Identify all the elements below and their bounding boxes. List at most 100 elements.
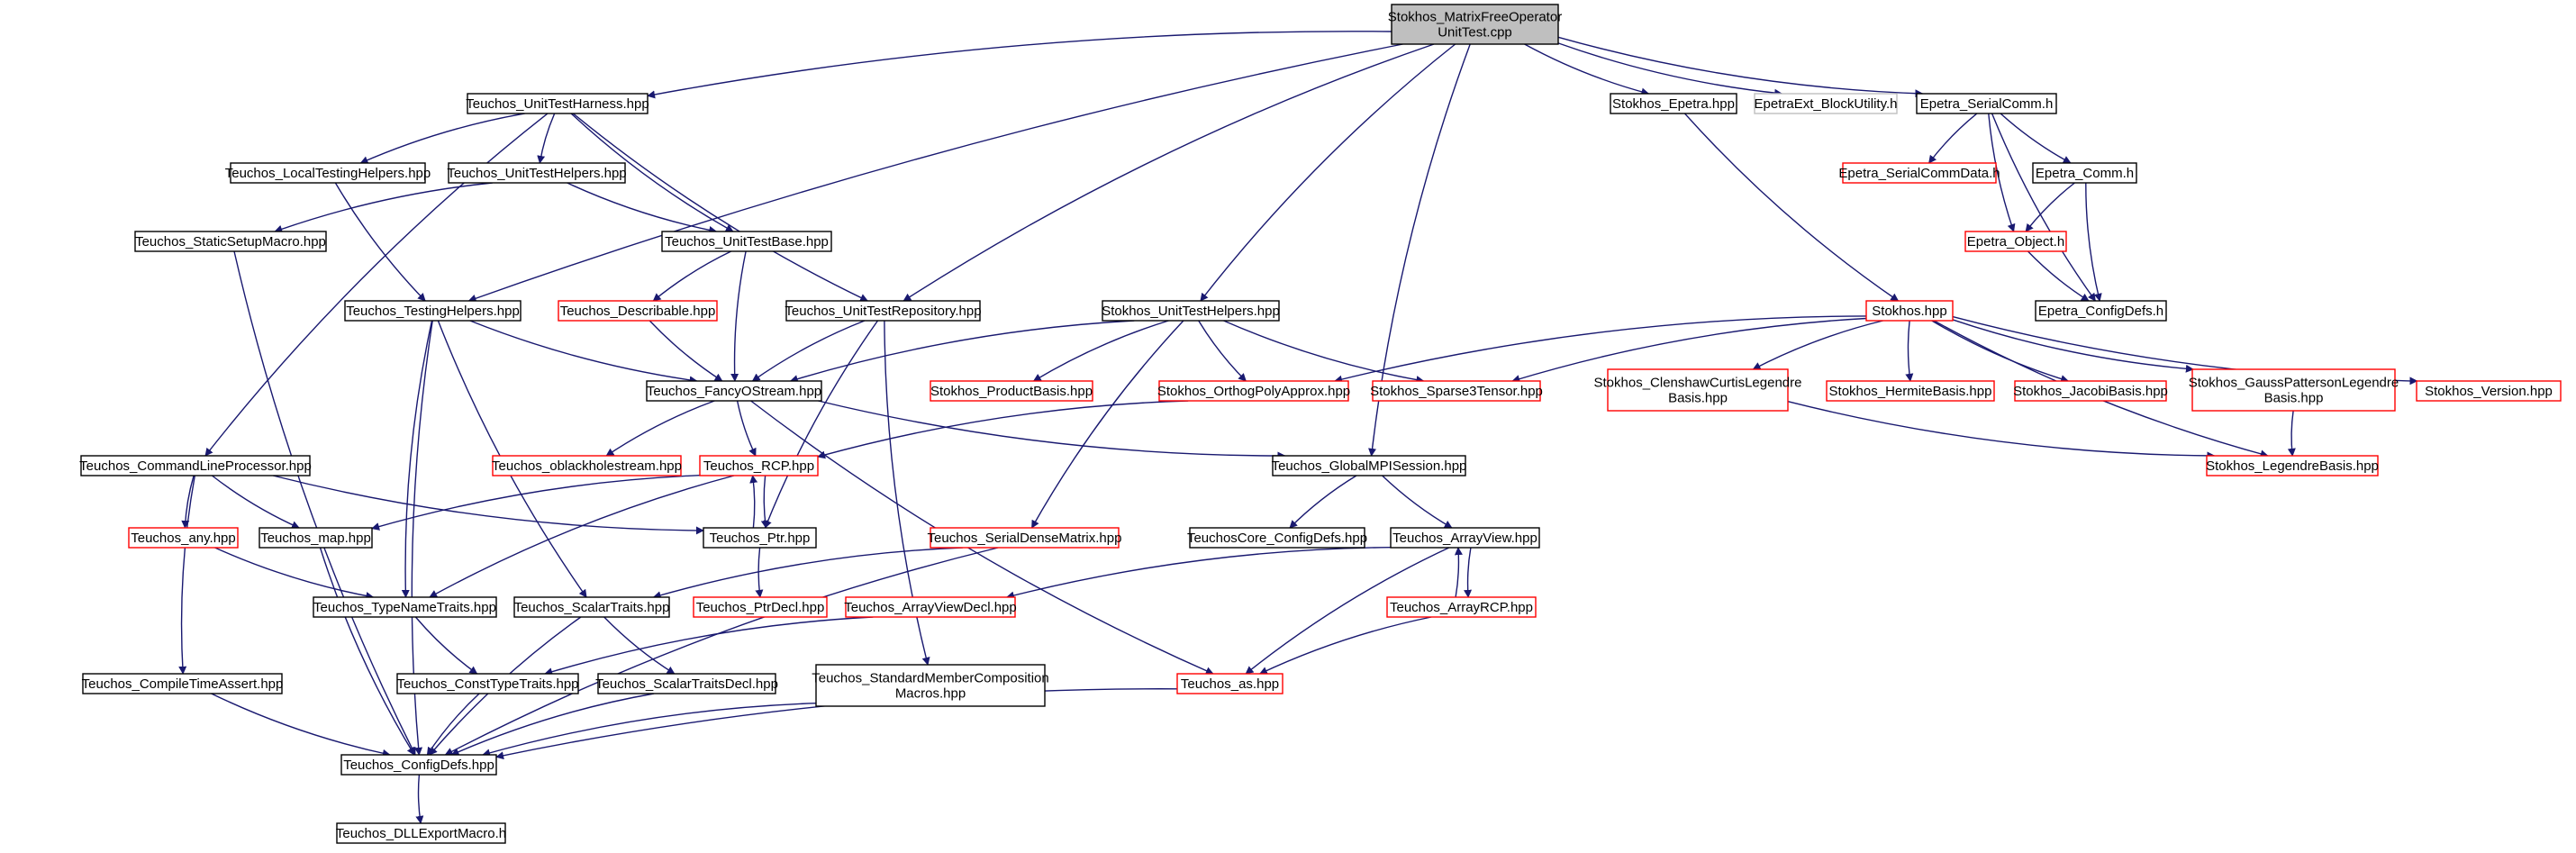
node-utbase[interactable]: Teuchos_UnitTestBase.hpp	[661, 231, 832, 252]
node-econfig[interactable]: Epetra_ConfigDefs.h	[2035, 300, 2167, 322]
node-box-sunittest[interactable]	[1102, 300, 1280, 322]
node-box-cmdline[interactable]	[80, 455, 311, 476]
node-box-compiletime[interactable]	[82, 673, 283, 694]
node-fancy[interactable]: Teuchos_FancyOStream.hpp	[646, 380, 822, 402]
node-box-as[interactable]	[1176, 673, 1283, 694]
node-box-eobject[interactable]	[1964, 231, 2067, 252]
node-box-dllexport[interactable]	[336, 822, 506, 844]
node-describable[interactable]: Teuchos_Describable.hpp	[558, 300, 718, 322]
node-box-orthog[interactable]	[1158, 380, 1349, 402]
node-legendre[interactable]: Stokhos_LegendreBasis.hpp	[2206, 455, 2379, 476]
node-eobject[interactable]: Epetra_Object.h	[1964, 231, 2067, 252]
node-arrayrcp[interactable]: Teuchos_ArrayRCP.hpp	[1386, 596, 1537, 618]
node-cmdline[interactable]: Teuchos_CommandLineProcessor.hpp	[79, 455, 312, 476]
node-map[interactable]: Teuchos_map.hpp	[259, 527, 373, 549]
node-box-testhelp[interactable]	[344, 300, 522, 322]
node-dllexport[interactable]: Teuchos_DLLExportMacro.h	[336, 822, 506, 844]
node-hermite[interactable]: Stokhos_HermiteBasis.hpp	[1826, 380, 1995, 402]
node-box-stokhos[interactable]	[1865, 300, 1954, 322]
node-box-fancy[interactable]	[646, 380, 822, 402]
node-scalar[interactable]: Teuchos_ScalarTraits.hpp	[513, 596, 670, 618]
node-box-utbase[interactable]	[661, 231, 832, 252]
node-box-version[interactable]	[2416, 380, 2562, 402]
node-sparse3[interactable]: Stokhos_Sparse3Tensor.hpp	[1370, 380, 1543, 402]
node-prodbasis[interactable]: Stokhos_ProductBasis.hpp	[930, 380, 1093, 402]
node-typename[interactable]: Teuchos_TypeNameTraits.hpp	[313, 596, 497, 618]
node-box-ecomm[interactable]	[2032, 162, 2137, 184]
node-box-prodbasis[interactable]	[930, 380, 1093, 402]
node-box-globalmpi[interactable]	[1272, 455, 1466, 476]
node-box-eserial[interactable]	[1916, 93, 2057, 114]
node-box-ptr[interactable]	[703, 527, 817, 549]
node-avdecl[interactable]: Teuchos_ArrayViewDecl.hpp	[844, 596, 1017, 618]
node-epetraext[interactable]: EpetraExt_BlockUtility.h	[1754, 93, 1898, 114]
node-box-legendre[interactable]	[2206, 455, 2379, 476]
node-box-staticsetup[interactable]	[134, 231, 327, 252]
node-jacobi[interactable]: Stokhos_JacobiBasis.hpp	[2013, 380, 2168, 402]
node-box-root[interactable]	[1391, 4, 1559, 45]
node-eserial[interactable]: Epetra_SerialComm.h	[1916, 93, 2057, 114]
node-box-econfig[interactable]	[2035, 300, 2167, 322]
node-box-sepetra[interactable]	[1610, 93, 1737, 114]
node-ptr[interactable]: Teuchos_Ptr.hpp	[703, 527, 817, 549]
node-staticsetup[interactable]: Teuchos_StaticSetupMacro.hpp	[134, 231, 327, 252]
node-as[interactable]: Teuchos_as.hpp	[1176, 673, 1283, 694]
node-box-any[interactable]	[128, 527, 239, 549]
node-utrepo[interactable]: Teuchos_UnitTestRepository.hpp	[785, 300, 982, 322]
node-any[interactable]: Teuchos_any.hpp	[128, 527, 239, 549]
node-box-epetraext[interactable]	[1754, 93, 1898, 114]
node-ecomm[interactable]: Epetra_Comm.h	[2032, 162, 2137, 184]
node-orthog[interactable]: Stokhos_OrthogPolyApprox.hpp	[1157, 380, 1350, 402]
node-consttype[interactable]: Teuchos_ConstTypeTraits.hpp	[396, 673, 579, 694]
node-box-arrayrcp[interactable]	[1386, 596, 1537, 618]
node-box-coreconfig[interactable]	[1189, 527, 1365, 549]
node-tconfig[interactable]: Teuchos_ConfigDefs.hpp	[340, 754, 497, 776]
node-box-consttype[interactable]	[396, 673, 579, 694]
node-oblackhole[interactable]: Teuchos_oblackholestream.hpp	[492, 455, 682, 476]
node-box-eserialdata[interactable]	[1842, 162, 1997, 184]
node-box-tconfig[interactable]	[340, 754, 497, 776]
node-box-scalar[interactable]	[513, 596, 670, 618]
node-ptrdecl[interactable]: Teuchos_PtrDecl.hpp	[693, 596, 828, 618]
node-box-jacobi[interactable]	[2014, 380, 2167, 402]
node-box-arrayview[interactable]	[1390, 527, 1540, 549]
node-globalmpi[interactable]: Teuchos_GlobalMPISession.hpp	[1272, 455, 1467, 476]
node-testhelp[interactable]: Teuchos_TestingHelpers.hpp	[344, 300, 522, 322]
node-localtest[interactable]: Teuchos_LocalTestingHelpers.hpp	[225, 162, 431, 184]
node-box-describable[interactable]	[558, 300, 718, 322]
node-box-uthelp[interactable]	[448, 162, 626, 184]
node-compiletime[interactable]: Teuchos_CompileTimeAssert.hpp	[82, 673, 284, 694]
node-coreconfig[interactable]: TeuchosCore_ConfigDefs.hpp	[1187, 527, 1367, 549]
node-box-scalardecl[interactable]	[597, 673, 776, 694]
node-rcp[interactable]: Teuchos_RCP.hpp	[699, 455, 819, 476]
node-box-sparse3[interactable]	[1372, 380, 1541, 402]
node-uthelp[interactable]: Teuchos_UnitTestHelpers.hpp	[447, 162, 627, 184]
node-box-map[interactable]	[259, 527, 373, 549]
node-box-hermite[interactable]	[1826, 380, 1995, 402]
node-stdmember[interactable]: Teuchos_StandardMemberCompositionMacros.…	[812, 664, 1049, 707]
node-eserialdata[interactable]: Epetra_SerialCommData.h	[1838, 162, 2000, 184]
node-uth[interactable]: Teuchos_UnitTestHarness.hpp	[466, 93, 649, 114]
node-serialdense[interactable]: Teuchos_SerialDenseMatrix.hpp	[928, 527, 1122, 549]
node-scalardecl[interactable]: Teuchos_ScalarTraitsDecl.hpp	[595, 673, 778, 694]
node-sunittest[interactable]: Stokhos_UnitTestHelpers.hpp	[1102, 300, 1280, 322]
node-box-clenshaw[interactable]	[1607, 368, 1789, 412]
node-box-rcp[interactable]	[699, 455, 819, 476]
node-box-ptrdecl[interactable]	[693, 596, 828, 618]
node-box-avdecl[interactable]	[845, 596, 1016, 618]
node-box-oblackhole[interactable]	[492, 455, 682, 476]
node-box-utrepo[interactable]	[785, 300, 981, 322]
node-stokhos[interactable]: Stokhos.hpp	[1865, 300, 1954, 322]
node-box-typename[interactable]	[313, 596, 497, 618]
node-arrayview[interactable]: Teuchos_ArrayView.hpp	[1390, 527, 1540, 549]
node-box-localtest[interactable]	[230, 162, 426, 184]
node-sepetra[interactable]: Stokhos_Epetra.hpp	[1610, 93, 1737, 114]
node-version[interactable]: Stokhos_Version.hpp	[2416, 380, 2562, 402]
node-box-serialdense[interactable]	[930, 527, 1120, 549]
node-box-stdmember[interactable]	[815, 664, 1046, 707]
node-box-uth[interactable]	[467, 93, 649, 114]
node-box-gauss[interactable]	[2191, 368, 2396, 412]
